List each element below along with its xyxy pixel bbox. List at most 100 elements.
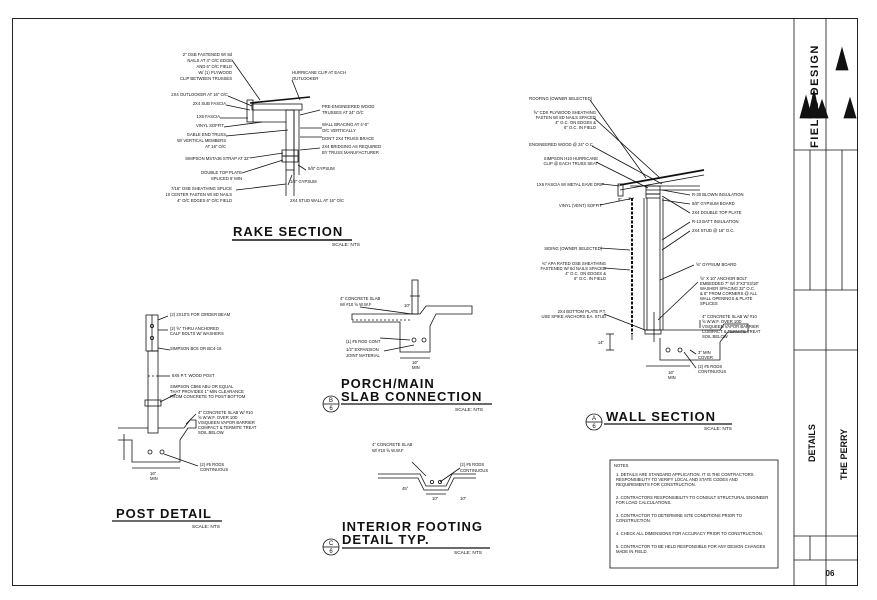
rake-section-title: RAKE SECTION [233, 224, 343, 239]
porch-title-line2: SLAB CONNECTION [341, 389, 482, 404]
note-text: ⅝ W.W.F. OVER 10D [702, 319, 742, 324]
note-text: 6" O.C. IN FIELD [574, 276, 606, 281]
project-name: THE PERRY [839, 429, 849, 480]
note-text: 16" [412, 360, 419, 365]
note-text: 14" [598, 340, 605, 345]
wall-section-scale: SCALE: NTS [704, 426, 732, 432]
note-text: 5/8" GYPSUM BOARD [692, 201, 735, 206]
note-text: SIMPSON BC6 OR BC4-16 [170, 346, 222, 351]
note-text: MIN [668, 375, 676, 380]
note-text: 1/2" GYPSUM [290, 179, 317, 184]
wall-section-title: WALL SECTION [606, 409, 716, 424]
porch-slab-detail [351, 279, 473, 359]
porch-scale: SCALE: NTS [455, 407, 483, 413]
note-text: 10" [432, 496, 439, 501]
note-text: 3" MIN [698, 350, 711, 355]
note-text: CLIP BETWEEN TRUSSES [180, 76, 232, 81]
note-text: BY TRUSS MANUFACTURER [322, 150, 379, 155]
sheet-number: 06 [826, 569, 835, 578]
footing-marker-sheet: 6 [329, 549, 333, 555]
note-text: 45° [402, 486, 409, 491]
note-text: 2X4 BRIDGING AS REQUIRED [322, 144, 381, 149]
note-text: ¾" APA RATED OSB SHEATHING [542, 261, 606, 266]
general-note-item: 3. CONTRACTOR TO DETERMINE SITE CONDITIO… [616, 513, 743, 523]
note-text: O/C VERTICALLY [322, 128, 356, 133]
note-text: DOUBLE TOP PLATE [201, 170, 242, 175]
note-text: AT 16" O/C [205, 144, 226, 149]
note-text: VISQUEEN VAPOR BARRIER [702, 324, 759, 329]
note-text: FROM CONCRETE TO POST BOTTOM [170, 394, 246, 399]
wall-marker-sheet: 6 [592, 424, 596, 430]
note-text: 1/2" EXPANSION [346, 347, 379, 352]
note-text: 2X4 OUTLOOKER AT 16" O/C [171, 92, 228, 97]
wall-section-notes: ROOFING (OWNER SELECTED)⅝" CDX PLYWOOD S… [529, 96, 761, 380]
note-text: AND 6" O/C FIELD [197, 64, 232, 69]
note-text: 5/8" GYPSUM [308, 166, 335, 171]
note-text: TRUSSES AT 24" O/C [322, 110, 364, 115]
note-text: 6" O.C. IN FIELD [564, 125, 596, 130]
general-note-item: 5. CONTRACTOR TO BE HELD RESPONSIBLE FOR… [616, 544, 766, 554]
note-text: ENGINEERED WOOD @ 24" O.C. [529, 142, 594, 147]
post-detail-scale: SCALE: NTS [192, 524, 220, 530]
note-text: 2X4 SUB FASCIA [193, 101, 226, 106]
note-text: 1X6 FASCIA [196, 114, 220, 119]
general-notes-box [609, 459, 779, 569]
note-text: HURRICANE CLIP AT EACH [292, 70, 346, 75]
note-text: WASHER SPACING 32" O.C. [700, 286, 755, 291]
general-note-item: 1. DETAILS ARE STANDARD APPLICATION. IT … [616, 472, 754, 487]
note-text: COMPACT & TERMITE TREAT [702, 329, 761, 334]
wall-detail-marker: A 6 [585, 413, 603, 431]
note-text: USE SPIKE ANCHORS EA. STUD [542, 314, 606, 319]
note-text: 2" OSB FASTENED W/ 8d [183, 52, 233, 57]
rake-section-detail [220, 59, 322, 196]
interior-footing-drawing [378, 461, 476, 495]
note-text: SIDING (OWNER SELECTED) [544, 246, 602, 251]
footing-detail-marker: C 6 [322, 538, 340, 556]
note-text: CLIP @ EACH TRUSS SEAT [543, 161, 598, 166]
note-text: WALL BRACING AT 4'-0" [322, 122, 369, 127]
note-text: SOIL BELOW [702, 334, 728, 339]
note-text: CALF BOLTS W/ WASHERS [170, 331, 224, 336]
note-text: 4" O.C. ON EDGES & [555, 120, 596, 125]
wall-section-detail [589, 99, 749, 369]
note-text: ⅝ W.W.F. OVER 10D [198, 415, 238, 420]
general-notes-heading: NOTES [614, 463, 629, 468]
note-text: MIN [412, 365, 420, 370]
wall-marker-letter: A [592, 416, 596, 422]
porch-detail-marker: B 6 [322, 395, 340, 413]
title-block [793, 18, 858, 586]
note-text: ⅝" X 10" ANCHOR BOLT [700, 276, 748, 281]
note-text: OUTLOOKER [292, 76, 318, 81]
footing-scale: SCALE: NTS [454, 550, 482, 556]
note-text: EMBEDDED 7" W/ 3"X3"X3/16" [700, 281, 760, 286]
porch-title-line1: PORCH/MAIN [341, 376, 435, 391]
note-text: SPLICES [700, 301, 718, 306]
note-text: 4" CONCRETE SLAB [340, 296, 381, 301]
note-text: (2) ⅝" THRU ANCHORED [170, 326, 219, 331]
rake-section-scale: SCALE: NTS [332, 242, 360, 248]
note-text: 4" O.C. ON EDGES & [565, 271, 606, 276]
post-detail-drawing [118, 314, 199, 469]
porch-marker-sheet: 6 [329, 406, 333, 412]
note-text: 1' [628, 196, 631, 201]
note-text: 7/16" OSB SHEATHING SPLICE [171, 186, 232, 191]
note-text: 2X4 BOTTOM PLATE P.T. [558, 309, 606, 314]
note-text: SIMPSON CB66 ABU OR EQUAL [170, 384, 234, 389]
note-text: COVER [698, 355, 713, 360]
note-text: JOINT MATERIAL [346, 353, 380, 358]
footing-title-line1: INTERIOR FOOTING [342, 519, 483, 534]
footing-marker-letter: C [329, 541, 334, 547]
general-note-item: 4. CHECK ALL DIMENSIONS FOR ACCURACY PRI… [616, 531, 763, 536]
note-text: 6X6 P.T. WOOD POST [172, 373, 215, 378]
note-text: (2) #5 RODS [698, 364, 722, 369]
note-text: PRE-ENGINEERED WOOD [322, 104, 374, 109]
note-text: 10" [460, 496, 467, 501]
note-text: (2) #5 RODS [460, 462, 484, 467]
note-text: 16" [668, 370, 675, 375]
note-text: 4" CONCRETE SLAB W/ #10 [198, 410, 253, 415]
note-text: 8" [618, 197, 622, 202]
note-text: 16" [150, 471, 157, 476]
